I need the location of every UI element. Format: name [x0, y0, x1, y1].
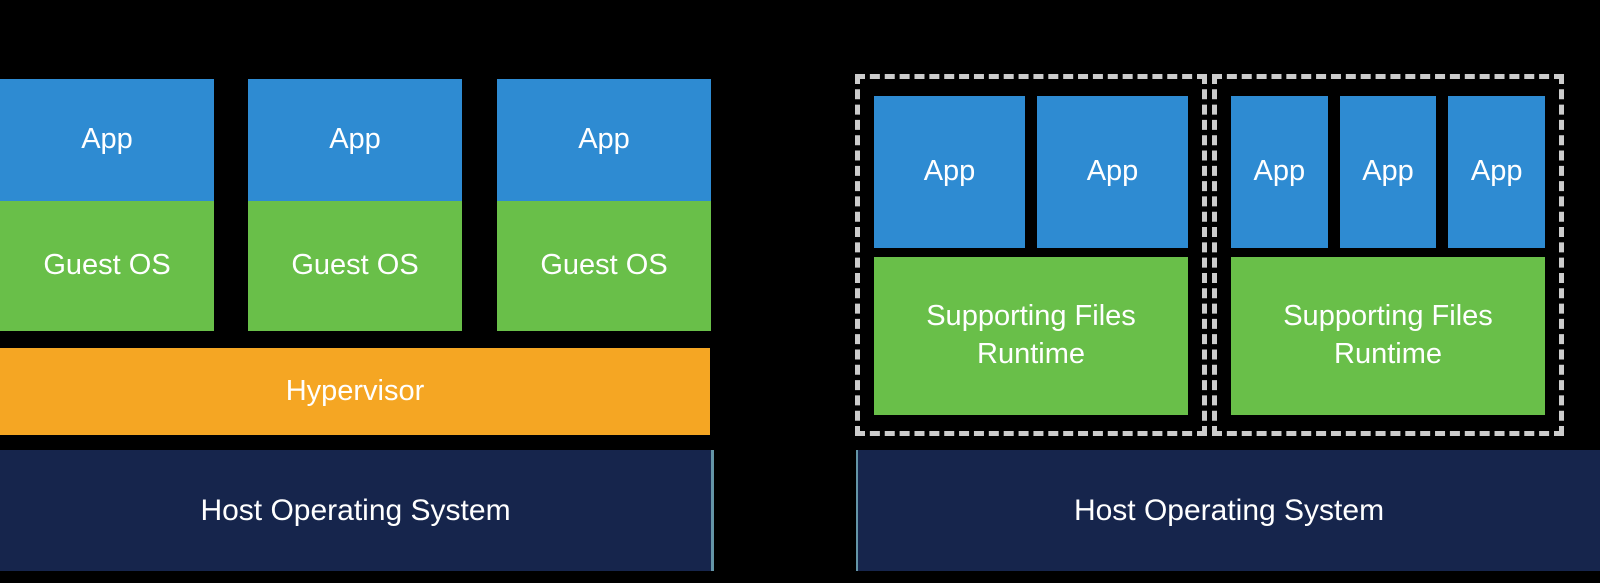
container-group: App App Supporting Files Runtime — [855, 74, 1207, 436]
vm-host-os-label: Host Operating System — [200, 494, 511, 527]
container-app-box: App — [1037, 96, 1188, 248]
guest-os-box: Guest OS — [0, 201, 214, 331]
host-bar-edge-stripe — [856, 450, 859, 571]
container-group: App App App Supporting Files Runtime — [1212, 74, 1564, 436]
vm-app-box: App — [0, 79, 214, 201]
container-host-os-bar: Host Operating System — [858, 450, 1600, 571]
container-app-label: App — [1253, 155, 1306, 188]
vm-stack: App Guest OS — [248, 79, 462, 331]
container-app-label: App — [923, 155, 976, 188]
hypervisor-bar: Hypervisor — [0, 348, 710, 435]
container-app-label: App — [1470, 155, 1523, 188]
vm-app-box: App — [497, 79, 711, 201]
guest-os-label: Guest OS — [43, 249, 171, 282]
guest-os-label: Guest OS — [291, 249, 419, 282]
vm-app-label: App — [329, 123, 381, 156]
vm-app-box: App — [248, 79, 462, 201]
guest-os-label: Guest OS — [540, 249, 668, 282]
container-app-box: App — [1448, 96, 1546, 248]
supporting-files-runtime-box: Supporting Files Runtime — [1231, 257, 1545, 415]
supporting-files-runtime-label: Supporting Files Runtime — [926, 300, 1136, 370]
host-bar-edge-stripe — [711, 450, 714, 571]
container-apps-row: App App App — [1231, 96, 1546, 248]
vm-app-label: App — [578, 123, 630, 156]
vm-app-label: App — [81, 123, 133, 156]
vm-host-os-bar: Host Operating System — [0, 450, 711, 571]
vm-stack: App Guest OS — [0, 79, 214, 331]
supporting-files-runtime-box: Supporting Files Runtime — [874, 257, 1188, 415]
guest-os-box: Guest OS — [248, 201, 462, 331]
hypervisor-label: Hypervisor — [285, 374, 425, 407]
container-app-label: App — [1086, 155, 1139, 188]
container-app-box: App — [874, 96, 1025, 248]
container-app-label: App — [1362, 155, 1414, 188]
vm-stack: App Guest OS — [497, 79, 711, 331]
container-app-box: App — [1339, 96, 1437, 248]
container-apps-row: App App — [874, 96, 1188, 248]
container-app-box: App — [1231, 96, 1328, 248]
supporting-files-runtime-label: Supporting Files Runtime — [1283, 300, 1493, 370]
container-host-os-label: Host Operating System — [1073, 494, 1385, 527]
guest-os-box: Guest OS — [497, 201, 711, 331]
